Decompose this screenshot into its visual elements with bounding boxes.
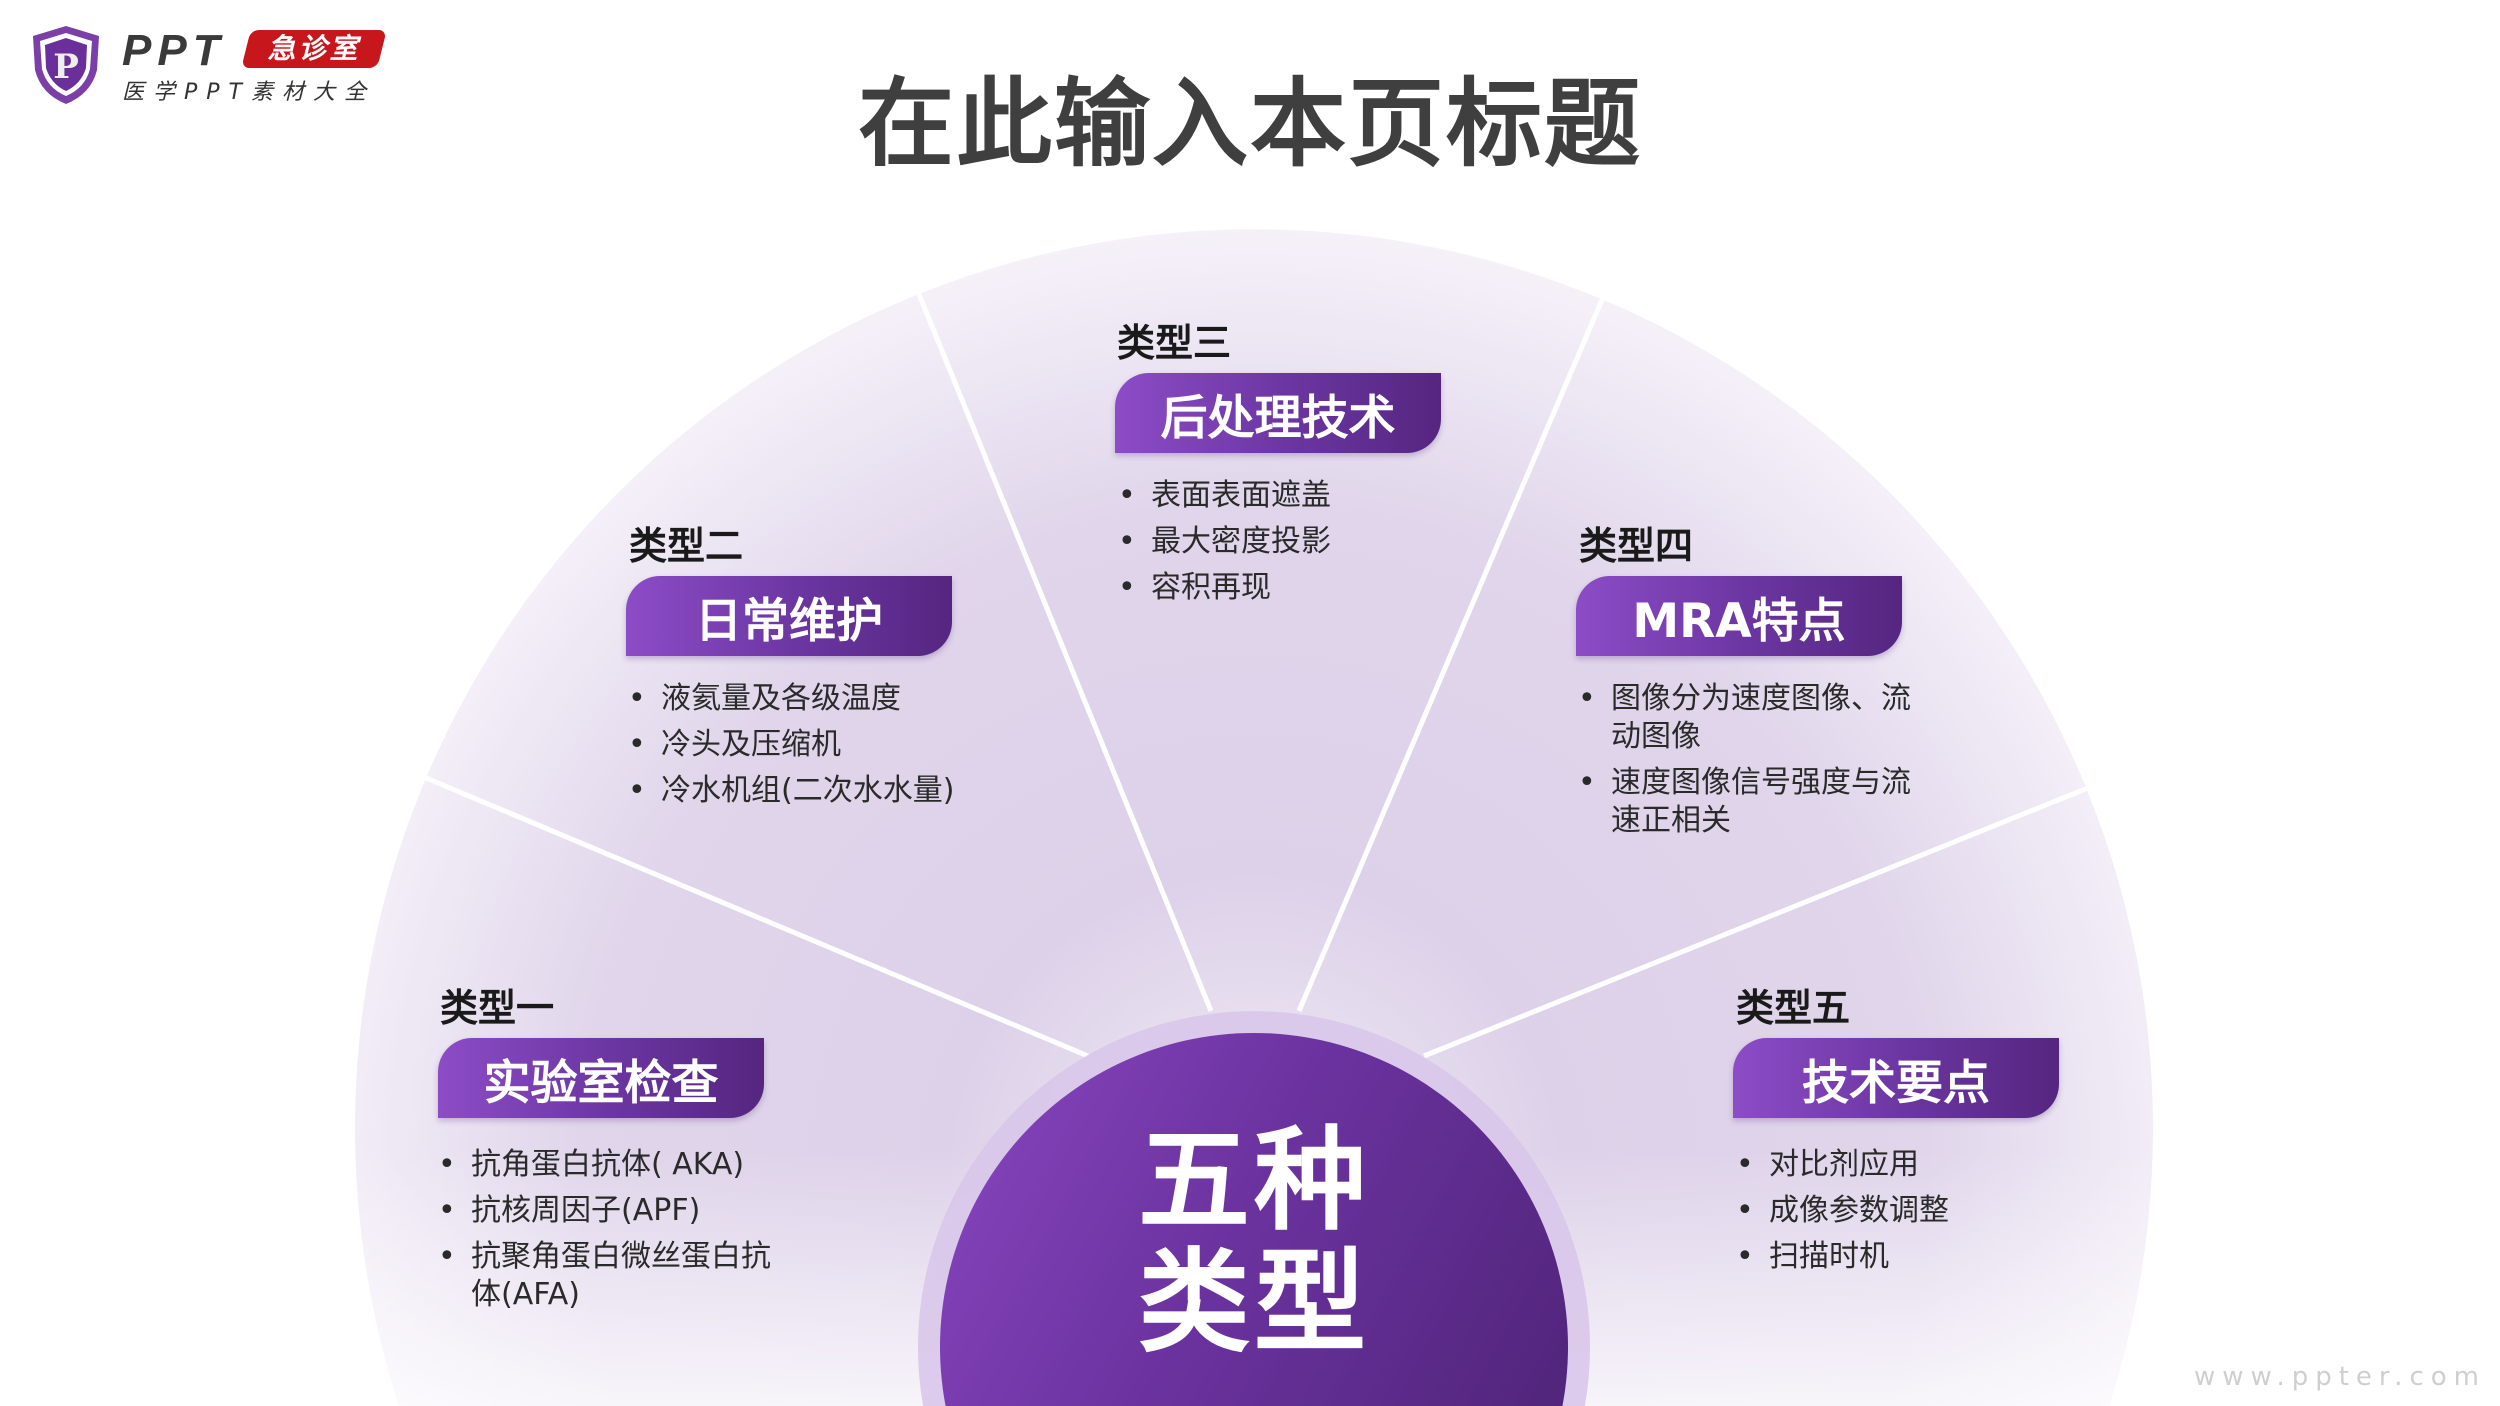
type-3-bullets: 表面表面遮盖 最大密度投影 容积再现 [1118,477,1448,615]
bullet-item: 冷水机组(二次水水量) [628,772,1008,810]
divider-line [399,764,1089,1059]
bullet-item: 成像参数调整 [1736,1192,2086,1230]
divider-line [1423,774,2116,1059]
shield-letter: P [53,47,79,87]
bullet-item: 液氦量及各级温度 [628,680,1008,718]
bullet-item: 表面表面遮盖 [1118,477,1448,515]
type-4-label: MRA特点 [1576,576,1902,656]
bullet-item: 容积再现 [1118,569,1448,607]
type-1-heading: 类型一 [440,986,555,1030]
bullet-item: 最大密度投影 [1118,523,1448,561]
bullet-item: 冷头及压缩机 [628,726,1008,764]
center-circle [940,1032,1568,1406]
page-title: 在此输入本页标题 [858,68,1642,180]
bullet-item: 扫描时机 [1736,1238,2086,1276]
bullet-item: 速度图像信号强度与流速正相关 [1578,764,1928,840]
divider-line [902,259,1214,1012]
watermark: www.ppter.com [2194,1362,2486,1392]
center-title: 五种 类型 [954,1120,1554,1364]
type-2-heading: 类型二 [629,524,744,568]
type-5-heading: 类型五 [1736,986,1851,1030]
logo-badge: 急诊室 [267,32,361,65]
type-5-bullets: 对比剂应用 成像参数调整 扫描时机 [1736,1146,2086,1284]
type-2-label: 日常维护 [626,576,952,656]
bullet-item: 抗角蛋白抗体( AKA) [438,1146,788,1184]
type-3-heading: 类型三 [1117,321,1232,365]
bullet-item: 抗聚角蛋白微丝蛋白抗体(AFA) [438,1238,788,1314]
center-title-line1: 五种 [1138,1116,1370,1246]
type-1-label: 实验室检查 [438,1038,764,1118]
type-2-bullets: 液氦量及各级温度 冷头及压缩机 冷水机组(二次水水量) [628,680,1008,818]
logo-subtitle: 医学PPT素材大全 [122,80,375,105]
bullet-item: 图像分为速度图像、流动图像 [1578,680,1928,756]
shield-logo-icon: P [33,26,99,104]
type-4-heading: 类型四 [1579,524,1694,568]
center-title-line2: 类型 [1138,1238,1370,1368]
type-1-bullets: 抗角蛋白抗体( AKA) 抗核周因子(APF) 抗聚角蛋白微丝蛋白抗体(AFA) [438,1146,788,1322]
type-3-label: 后处理技术 [1115,373,1441,453]
bullet-item: 抗核周因子(APF) [438,1192,788,1230]
fan-bottom-fade [354,229,2153,1406]
bullet-item: 对比剂应用 [1736,1146,2086,1184]
type-5-label: 技术要点 [1733,1038,2059,1118]
divider-line [1296,261,1621,1012]
type-4-bullets: 图像分为速度图像、流动图像 速度图像信号强度与流速正相关 [1578,680,1928,848]
logo-brand: PPT [122,26,226,75]
